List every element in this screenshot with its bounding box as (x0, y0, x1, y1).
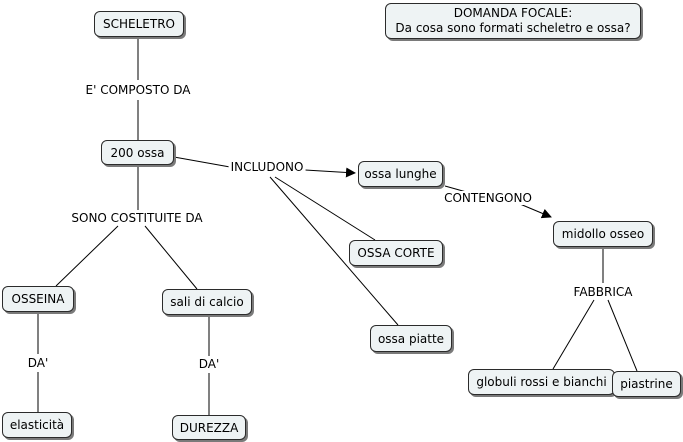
link-label-contengono[interactable]: CONTENGONO (442, 191, 534, 205)
edge-contengono-midollo (519, 203, 552, 219)
concept-elasticita[interactable]: elasticità (2, 412, 72, 438)
edge-fabbrica-globuli (552, 299, 595, 370)
concept-ossa-corte[interactable]: OSSA CORTE (349, 240, 443, 266)
concept-piastrine[interactable]: piastrine (612, 371, 681, 397)
concept-scheletro[interactable]: SCHELETRO (94, 11, 184, 37)
edge-includono-ossacorte (274, 176, 376, 241)
concept-globuli-rossi-e-bianchi[interactable]: globuli rossi e bianchi (468, 369, 615, 395)
concept-durezza[interactable]: DUREZZA (172, 415, 246, 440)
concept-ossa-piatte[interactable]: ossa piatte (370, 325, 452, 352)
concept-200-ossa[interactable]: 200 ossa (101, 140, 174, 165)
concept-osseina[interactable]: OSSEINA (2, 286, 74, 312)
edge-includono-ossalunghe (304, 167, 356, 178)
edge-costituite-sali (144, 225, 198, 290)
concept-midollo-osseo[interactable]: midollo osseo (553, 221, 653, 247)
edge-includono-ossapiatte (269, 176, 399, 326)
link-label-composto-da[interactable]: E' COMPOSTO DA (83, 83, 193, 97)
link-label-da-osseina[interactable]: DA' (25, 356, 51, 370)
focal-question-title: DOMANDA FOCALE: (453, 6, 573, 20)
concept-ossa-lunghe[interactable]: ossa lunghe (358, 161, 443, 187)
link-label-fabbrica[interactable]: FABBRICA (571, 285, 635, 299)
link-label-da-sali[interactable]: DA' (196, 357, 222, 371)
edge-fabbrica-piastrine (607, 299, 638, 372)
focal-question-text: Da cosa sono formati scheletro e ossa? (395, 21, 631, 35)
link-label-includono[interactable]: INCLUDONO (228, 160, 306, 174)
edge-200ossa-includono (173, 156, 231, 168)
edge-costituite-osseina (55, 225, 119, 287)
link-label-sono-costituite-da[interactable]: SONO COSTITUITE DA (69, 211, 205, 225)
focal-question-box[interactable]: DOMANDA FOCALE: Da cosa sono formati sch… (385, 3, 641, 39)
concept-sali-di-calcio[interactable]: sali di calcio (162, 289, 252, 315)
